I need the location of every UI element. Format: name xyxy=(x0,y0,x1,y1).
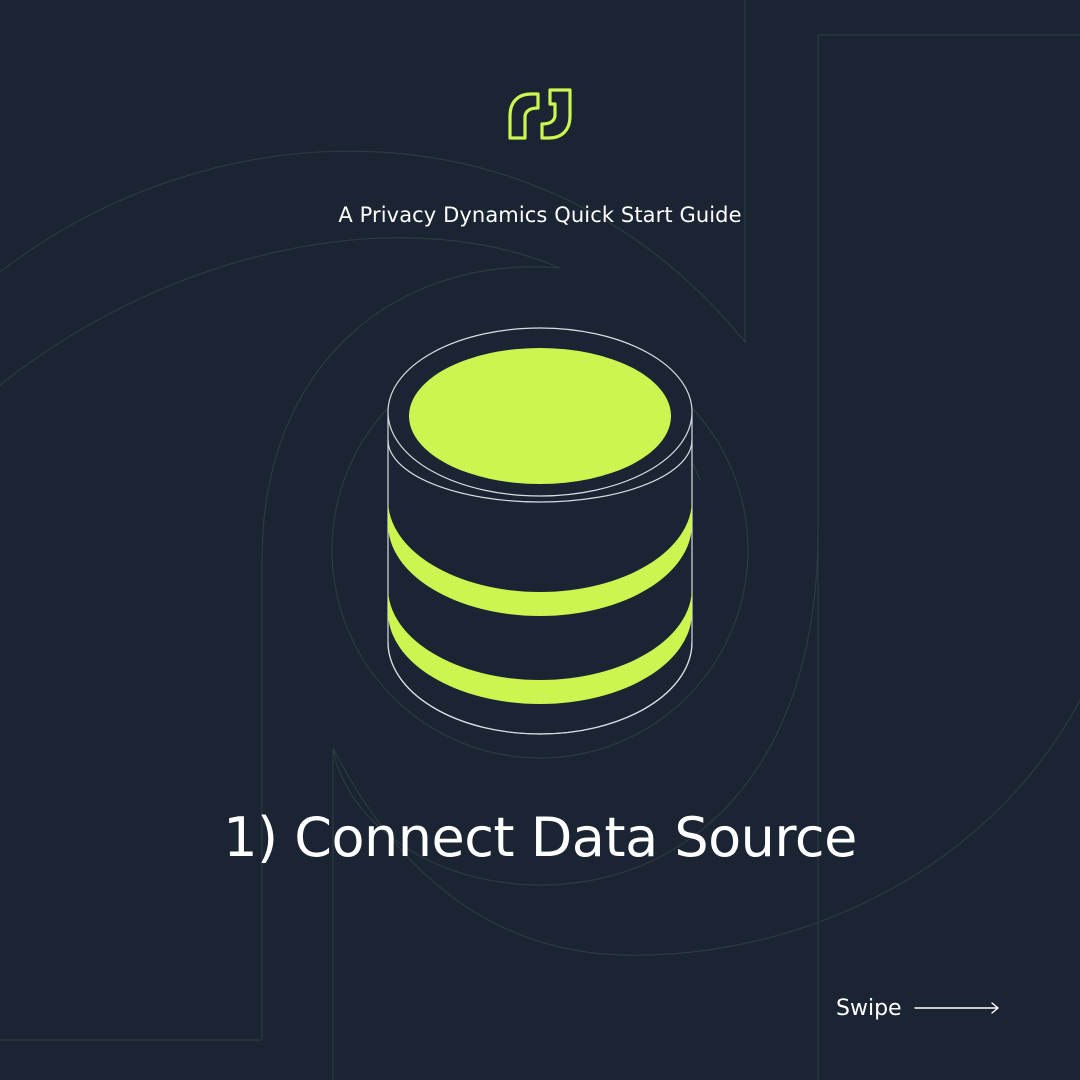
swipe-button[interactable]: Swipe xyxy=(836,990,1002,1026)
privacy-dynamics-logo xyxy=(508,88,572,140)
arrow-right-icon xyxy=(913,1002,999,1014)
swipe-label: Swipe xyxy=(836,995,902,1021)
step-heading: 1) Connect Data Source xyxy=(223,806,857,869)
database-icon xyxy=(387,327,693,735)
guide-subtitle: A Privacy Dynamics Quick Start Guide xyxy=(338,203,742,227)
